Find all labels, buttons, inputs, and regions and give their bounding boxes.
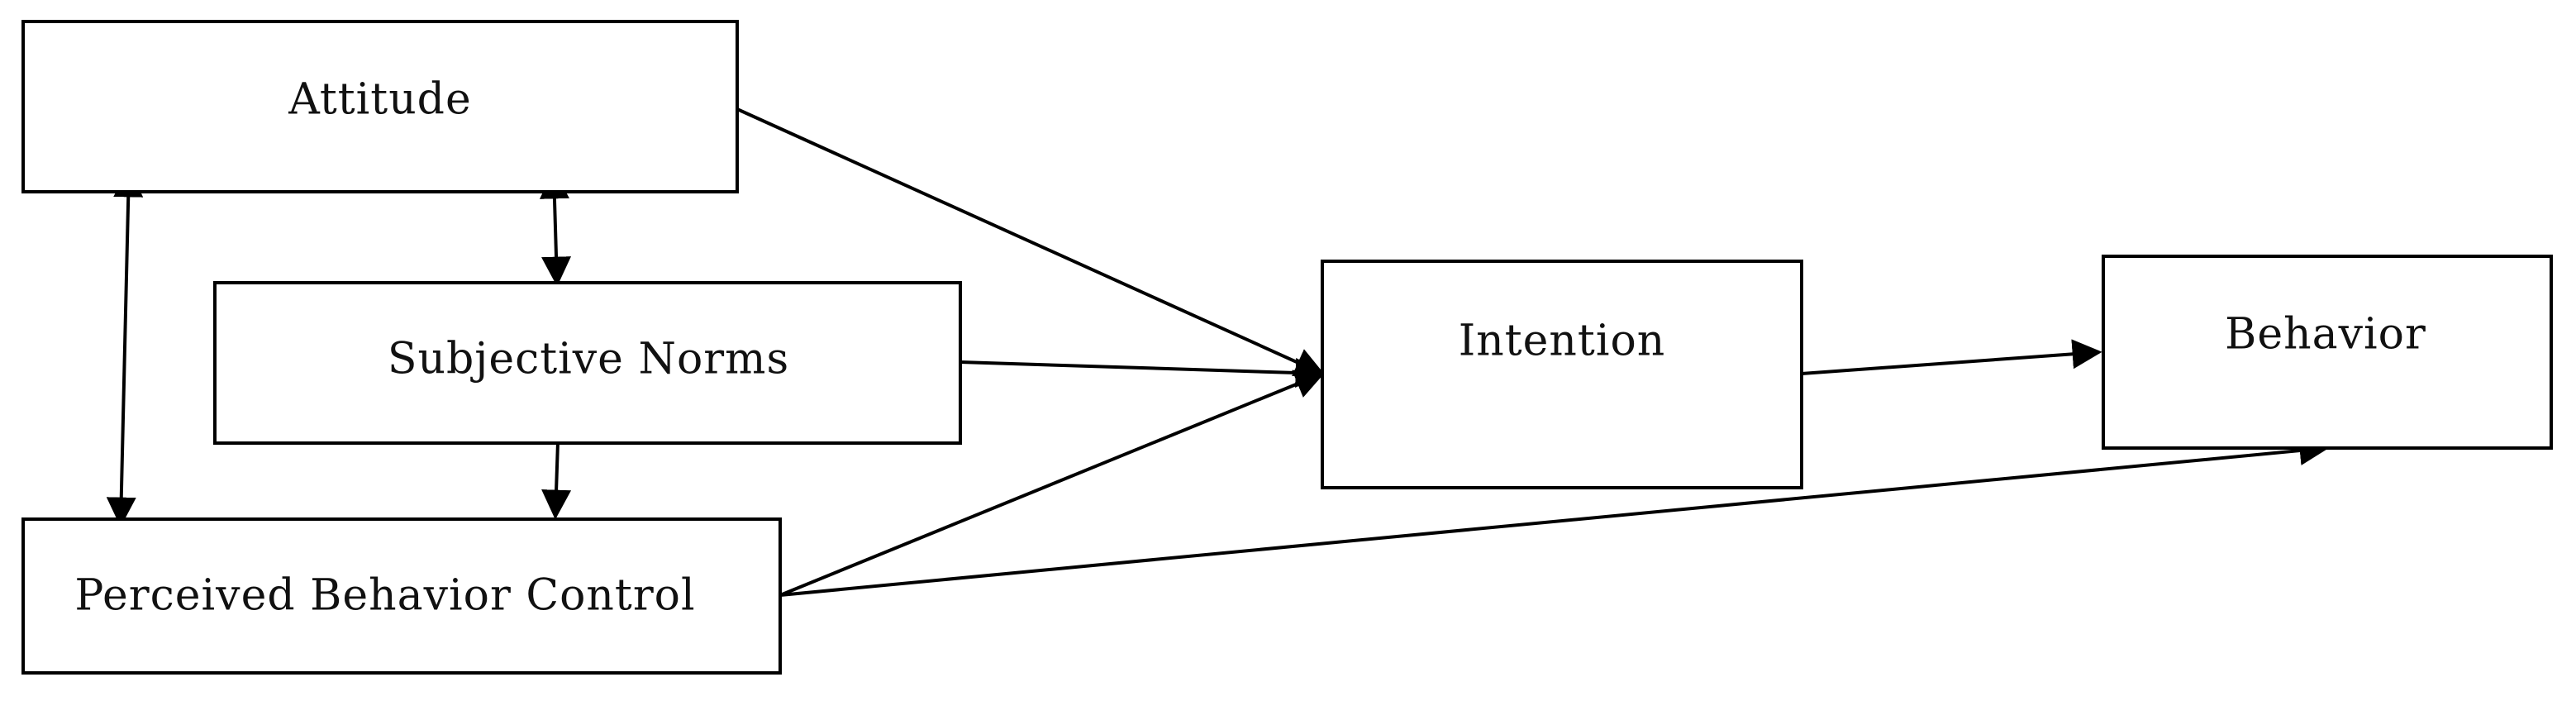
perceived-behavior-control-label: Perceived Behavior Control bbox=[74, 571, 695, 621]
behavior-box bbox=[2102, 255, 2553, 450]
edge-subjective-norms-to-intention bbox=[959, 357, 1326, 388]
edge-attitude-pbc-bidirectional bbox=[106, 167, 144, 527]
edge-attitude-to-intention bbox=[736, 107, 1326, 377]
attitude-box bbox=[21, 20, 739, 193]
subjective-norms-label: Subjective Norms bbox=[388, 335, 789, 384]
behavior-label: Behavior bbox=[2225, 310, 2426, 360]
node-attitude: Attitude bbox=[21, 20, 739, 193]
subjective-norms-box bbox=[213, 281, 962, 445]
intention-label: Intention bbox=[1459, 317, 1666, 366]
edge-perceived-behavior-control-to-intention bbox=[779, 370, 1326, 597]
perceived-behavior-control-box bbox=[21, 517, 782, 675]
node-perceived-behavior-control: Perceived Behavior Control bbox=[21, 517, 782, 675]
node-subjective-norms: Subjective Norms bbox=[213, 281, 962, 445]
edge-perceived-behavior-control-to-behavior bbox=[779, 436, 2330, 597]
node-behavior: Behavior bbox=[2102, 255, 2553, 450]
node-intention: Intention bbox=[1321, 260, 1803, 489]
edge-intention-to-behavior bbox=[1801, 339, 2102, 375]
attitude-label: Attitude bbox=[288, 75, 472, 125]
intention-box bbox=[1321, 260, 1803, 489]
